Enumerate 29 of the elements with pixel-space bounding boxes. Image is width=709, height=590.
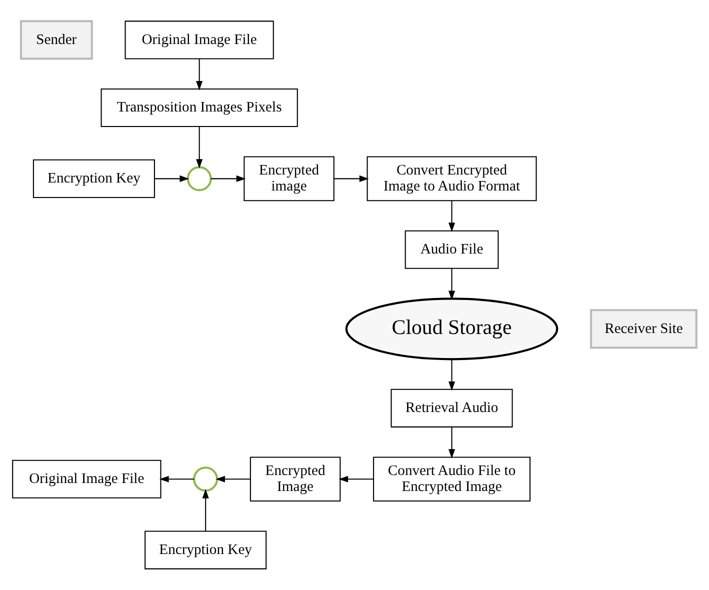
node-box: Sender (20, 20, 93, 60)
node-circle (186, 166, 212, 192)
arrow (448, 360, 456, 391)
node-circle (193, 466, 218, 492)
node-box: Encryption Key (32, 159, 155, 198)
node-box: Receiver Site (590, 309, 698, 349)
arrow (338, 476, 374, 482)
node-box: Convert Encrypted Image to Audio Format (366, 156, 537, 202)
node-box: Original Image File (12, 460, 162, 498)
node-box: Original Image File (124, 20, 274, 60)
node-ellipse: Cloud Storage (345, 298, 558, 360)
arrow (216, 476, 250, 482)
node-box: Audio File (404, 230, 499, 269)
node-box: Encryption Key (144, 530, 267, 570)
arrow (196, 126, 203, 169)
arrow (448, 268, 456, 300)
arrow (196, 58, 203, 90)
node-box: Retrieval Audio (390, 388, 513, 428)
arrow (448, 427, 456, 459)
node-box: Encrypted image (244, 156, 334, 202)
arrow (334, 175, 369, 182)
node-box: Transposition Images Pixels (100, 88, 298, 128)
arrow (202, 489, 209, 532)
arrow (159, 476, 194, 482)
arrow (154, 175, 190, 182)
arrow (448, 200, 456, 232)
node-box: Encrypted Image (250, 456, 341, 502)
node-box: Convert Audio File to Encrypted Image (373, 456, 531, 502)
arrow (210, 175, 246, 182)
